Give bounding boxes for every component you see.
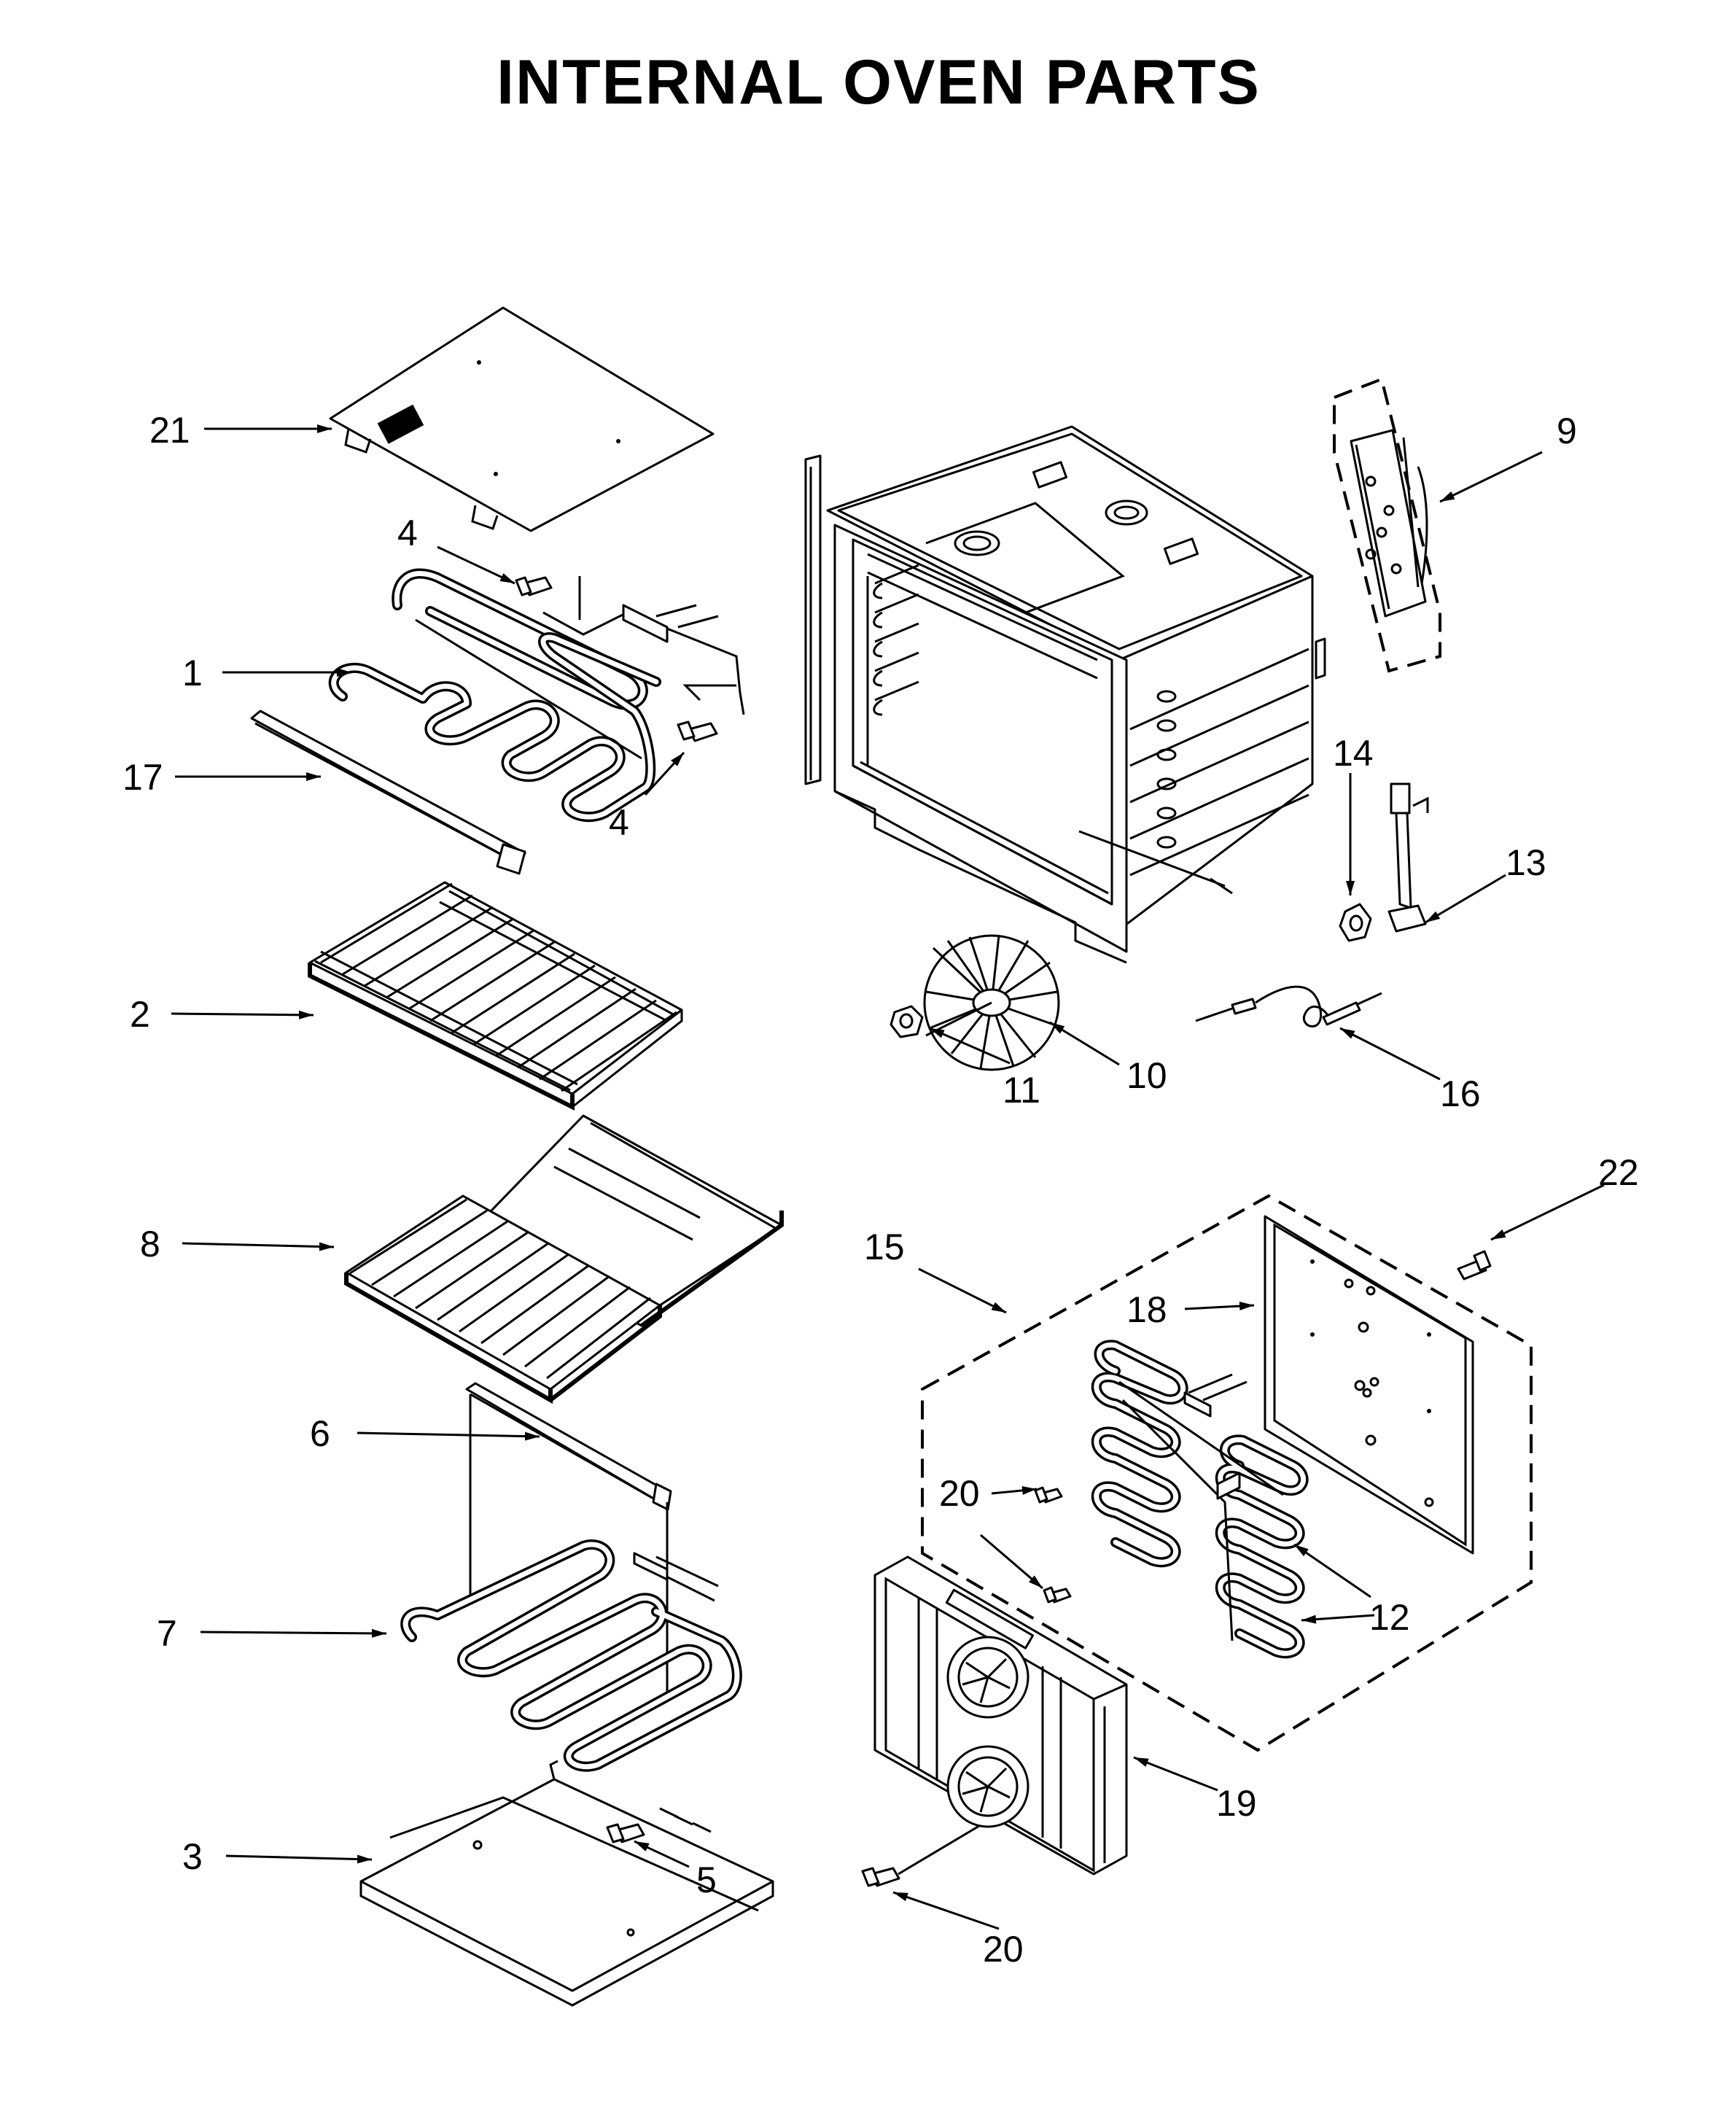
callout-14: 14 bbox=[1333, 733, 1374, 774]
part-22-screw bbox=[1457, 1250, 1492, 1281]
callout-9: 9 bbox=[1557, 411, 1577, 451]
part-10-fan-blade bbox=[923, 934, 1060, 1071]
part-4-screw-top bbox=[515, 576, 553, 596]
part-14-nut bbox=[1339, 903, 1372, 942]
callout-18: 18 bbox=[1126, 1289, 1167, 1330]
callout-20-lower: 20 bbox=[983, 1929, 1024, 1970]
part-20-screw-upper bbox=[1034, 1486, 1063, 1504]
callout-6: 6 bbox=[310, 1413, 330, 1454]
part-15-convection-assembly bbox=[921, 1194, 1533, 1752]
part-6-bracket bbox=[465, 1382, 672, 1699]
part-13-sensor bbox=[1387, 782, 1429, 933]
part-7-bake-element bbox=[400, 1539, 742, 1772]
part-8-sliding-rack bbox=[344, 1114, 784, 1404]
callout-labels: 21 4 1 17 4 2 8 6 7 3 5 9 14 13 10 11 16… bbox=[122, 410, 1639, 1970]
leader-lines bbox=[171, 424, 1605, 1930]
callout-21: 21 bbox=[149, 410, 190, 451]
part-16-meat-probe bbox=[1195, 985, 1382, 1027]
callout-1: 1 bbox=[182, 653, 203, 693]
part-1-broil-element bbox=[328, 568, 745, 823]
part-20-screw-middle bbox=[1043, 1586, 1072, 1604]
callout-12-upper: 12 bbox=[1369, 1597, 1410, 1638]
part-19-fan-cover bbox=[873, 1555, 1128, 1876]
callout-4-top: 4 bbox=[397, 513, 418, 553]
part-11-fan-nut bbox=[890, 1005, 924, 1038]
callout-20-upper: 20 bbox=[939, 1473, 980, 1514]
callout-19: 19 bbox=[1216, 1783, 1257, 1824]
diagram-title: INTERNAL OVEN PARTS bbox=[497, 47, 1261, 117]
part-12-convection-element bbox=[1091, 1340, 1309, 1659]
part-21-top-panel bbox=[329, 306, 715, 532]
callout-13: 13 bbox=[1506, 842, 1546, 883]
callout-11: 11 bbox=[1003, 1070, 1040, 1111]
callout-8: 8 bbox=[140, 1224, 160, 1264]
callout-15: 15 bbox=[864, 1227, 905, 1267]
part-18-back-plate bbox=[1264, 1215, 1474, 1555]
part-17-trim bbox=[250, 710, 526, 875]
part-3-bottom-cover bbox=[359, 1760, 774, 2007]
part-5-screw bbox=[606, 1823, 645, 1843]
callout-17: 17 bbox=[122, 757, 163, 798]
oven-cavity bbox=[804, 425, 1326, 964]
part-4-screw-bottom bbox=[677, 720, 718, 742]
callout-4-bottom: 4 bbox=[609, 802, 629, 843]
callout-7: 7 bbox=[157, 1613, 177, 1654]
callout-22: 22 bbox=[1598, 1152, 1639, 1193]
part-2-oven-rack bbox=[308, 881, 683, 1111]
callout-5: 5 bbox=[696, 1860, 717, 1900]
callout-10: 10 bbox=[1126, 1055, 1167, 1096]
callout-2: 2 bbox=[130, 994, 150, 1035]
callout-16: 16 bbox=[1440, 1073, 1481, 1114]
part-9-control-board bbox=[1333, 377, 1441, 673]
callout-3: 3 bbox=[182, 1836, 203, 1877]
